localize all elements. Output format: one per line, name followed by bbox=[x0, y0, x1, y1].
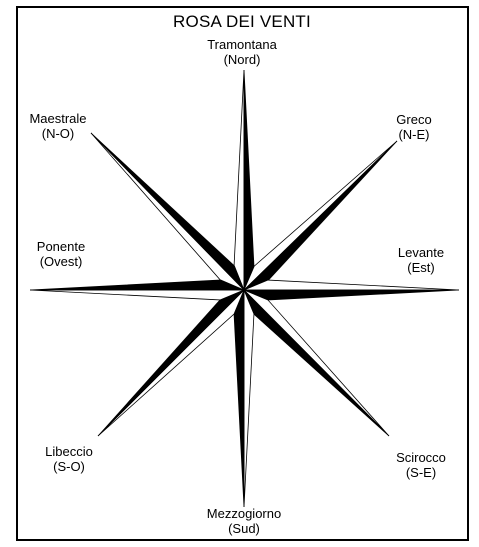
label-maestrale-direction: (N-O) bbox=[42, 126, 75, 141]
wind-rose-rays bbox=[30, 70, 459, 507]
diagram-title: ROSA DEI VENTI bbox=[173, 12, 311, 31]
label-ponente-direction: (Ovest) bbox=[40, 254, 83, 269]
ray-ponente-light-half bbox=[30, 290, 244, 300]
label-greco-direction: (N-E) bbox=[398, 127, 429, 142]
label-levante-direction: (Est) bbox=[407, 260, 434, 275]
ray-tramontana-dark-half bbox=[244, 70, 254, 290]
ray-mezzogiorno-light-half bbox=[244, 290, 254, 507]
label-tramontana-direction: (Nord) bbox=[224, 52, 261, 67]
label-libeccio-direction: (S-O) bbox=[53, 459, 85, 474]
ray-greco-dark-half bbox=[244, 141, 397, 290]
ray-levante-light-half bbox=[244, 280, 459, 290]
ray-ponente-dark-half bbox=[30, 280, 244, 290]
label-scirocco-direction: (S-E) bbox=[406, 465, 436, 480]
label-ponente: Ponente bbox=[37, 239, 85, 254]
label-libeccio: Libeccio bbox=[45, 444, 93, 459]
label-mezzogiorno: Mezzogiorno bbox=[207, 506, 281, 521]
label-greco: Greco bbox=[396, 112, 431, 127]
ray-mezzogiorno-dark-half bbox=[234, 290, 244, 507]
label-mezzogiorno-direction: (Sud) bbox=[228, 521, 260, 536]
ray-levante-dark-half bbox=[244, 290, 459, 300]
ray-libeccio-dark-half bbox=[98, 290, 244, 436]
ray-scirocco-dark-half bbox=[244, 290, 389, 436]
label-levante: Levante bbox=[398, 245, 444, 260]
ray-tramontana-light-half bbox=[234, 70, 244, 290]
label-scirocco: Scirocco bbox=[396, 450, 446, 465]
label-maestrale: Maestrale bbox=[29, 111, 86, 126]
ray-maestrale-dark-half bbox=[91, 133, 244, 290]
label-tramontana: Tramontana bbox=[207, 37, 277, 52]
